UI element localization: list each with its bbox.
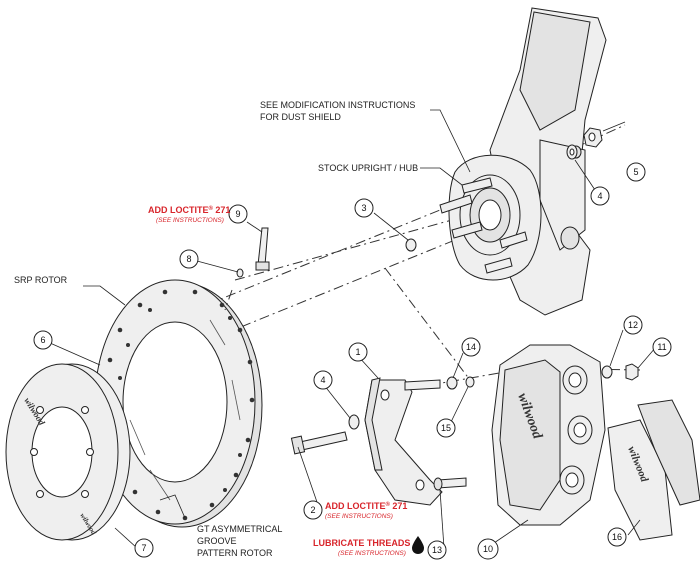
svg-text:10: 10 <box>483 544 493 554</box>
gt-rotor-label-line2: GROOVE <box>197 536 237 546</box>
callout-14: 14 <box>461 337 481 357</box>
svg-text:6: 6 <box>40 335 45 345</box>
svg-text:8: 8 <box>186 254 191 264</box>
callout-11: 11 <box>652 337 672 357</box>
callout-15: 15 <box>436 418 456 438</box>
washer-3 <box>405 238 417 252</box>
dust-shield-label-line2: FOR DUST SHIELD <box>260 112 341 122</box>
svg-text:16: 16 <box>612 532 622 542</box>
oil-drop-icon <box>412 536 424 554</box>
washer-4-bracket <box>348 414 360 430</box>
callout-1: 1 <box>348 342 368 362</box>
svg-text:3: 3 <box>361 203 366 213</box>
srp-rotor-label: SRP ROTOR <box>14 275 68 285</box>
srp-rotor <box>94 279 263 528</box>
washer-8 <box>224 268 244 311</box>
svg-text:9: 9 <box>235 209 240 219</box>
callout-7: 7 <box>134 538 154 558</box>
svg-text:12: 12 <box>628 320 638 330</box>
callout-4-bracket: 4 <box>313 370 333 390</box>
lubricate-note: LUBRICATE THREADS <box>313 538 410 548</box>
callout-16: 16 <box>607 527 627 547</box>
svg-text:4: 4 <box>320 375 325 385</box>
callout-12: 12 <box>623 315 643 335</box>
nut-and-washer-upright <box>566 121 626 160</box>
callout-8: 8 <box>179 249 199 269</box>
upright-hub-label: STOCK UPRIGHT / HUB <box>318 163 418 173</box>
bracket-bolt-2 <box>290 431 348 455</box>
svg-text:14: 14 <box>466 342 476 352</box>
mounting-stud-14 <box>404 376 475 391</box>
gt-rotor-label-line1: GT ASYMMETRICAL <box>197 524 282 534</box>
callout-2: 2 <box>303 500 323 520</box>
callout-5: 5 <box>626 162 646 182</box>
callout-9: 9 <box>228 204 248 224</box>
callout-13: 13 <box>427 540 447 560</box>
gt-rotor-label-line3: PATTERN ROTOR <box>197 548 273 558</box>
loctite-note-bottom-sub: (SEE INSTRUCTIONS) <box>325 513 393 520</box>
svg-text:7: 7 <box>141 543 146 553</box>
loctite-note-top: ADD LOCTITE® 271 <box>148 205 230 215</box>
lubricate-note-sub: (SEE INSTRUCTIONS) <box>338 550 406 557</box>
svg-text:2: 2 <box>310 505 315 515</box>
loctite-note-bottom: ADD LOCTITE® 271 <box>325 501 407 511</box>
svg-text:11: 11 <box>657 342 666 352</box>
callout-4-upright: 4 <box>590 186 610 206</box>
svg-text:1: 1 <box>355 347 360 357</box>
caliper: wilwood <box>491 344 606 526</box>
rotor-hat: wilwood wilwood <box>5 363 131 541</box>
svg-text:15: 15 <box>441 423 451 433</box>
callout-10: 10 <box>477 538 499 560</box>
caliper-bracket <box>364 377 443 506</box>
loctite-note-top-sub: (SEE INSTRUCTIONS) <box>156 217 224 224</box>
washer-12 <box>601 365 613 379</box>
stock-upright-hub <box>439 7 607 316</box>
svg-text:5: 5 <box>633 167 638 177</box>
nut-11 <box>625 363 639 381</box>
rotor-bolt-9 <box>255 227 270 271</box>
brake-pads: wilwood <box>607 399 700 541</box>
callout-6: 6 <box>33 330 53 350</box>
svg-text:13: 13 <box>432 545 442 555</box>
mounting-stud-13 <box>433 477 467 491</box>
svg-text:4: 4 <box>597 191 602 201</box>
leader-lines <box>49 109 657 549</box>
dust-shield-label-line1: SEE MODIFICATION INSTRUCTIONS <box>260 100 415 110</box>
callout-3: 3 <box>354 198 374 218</box>
